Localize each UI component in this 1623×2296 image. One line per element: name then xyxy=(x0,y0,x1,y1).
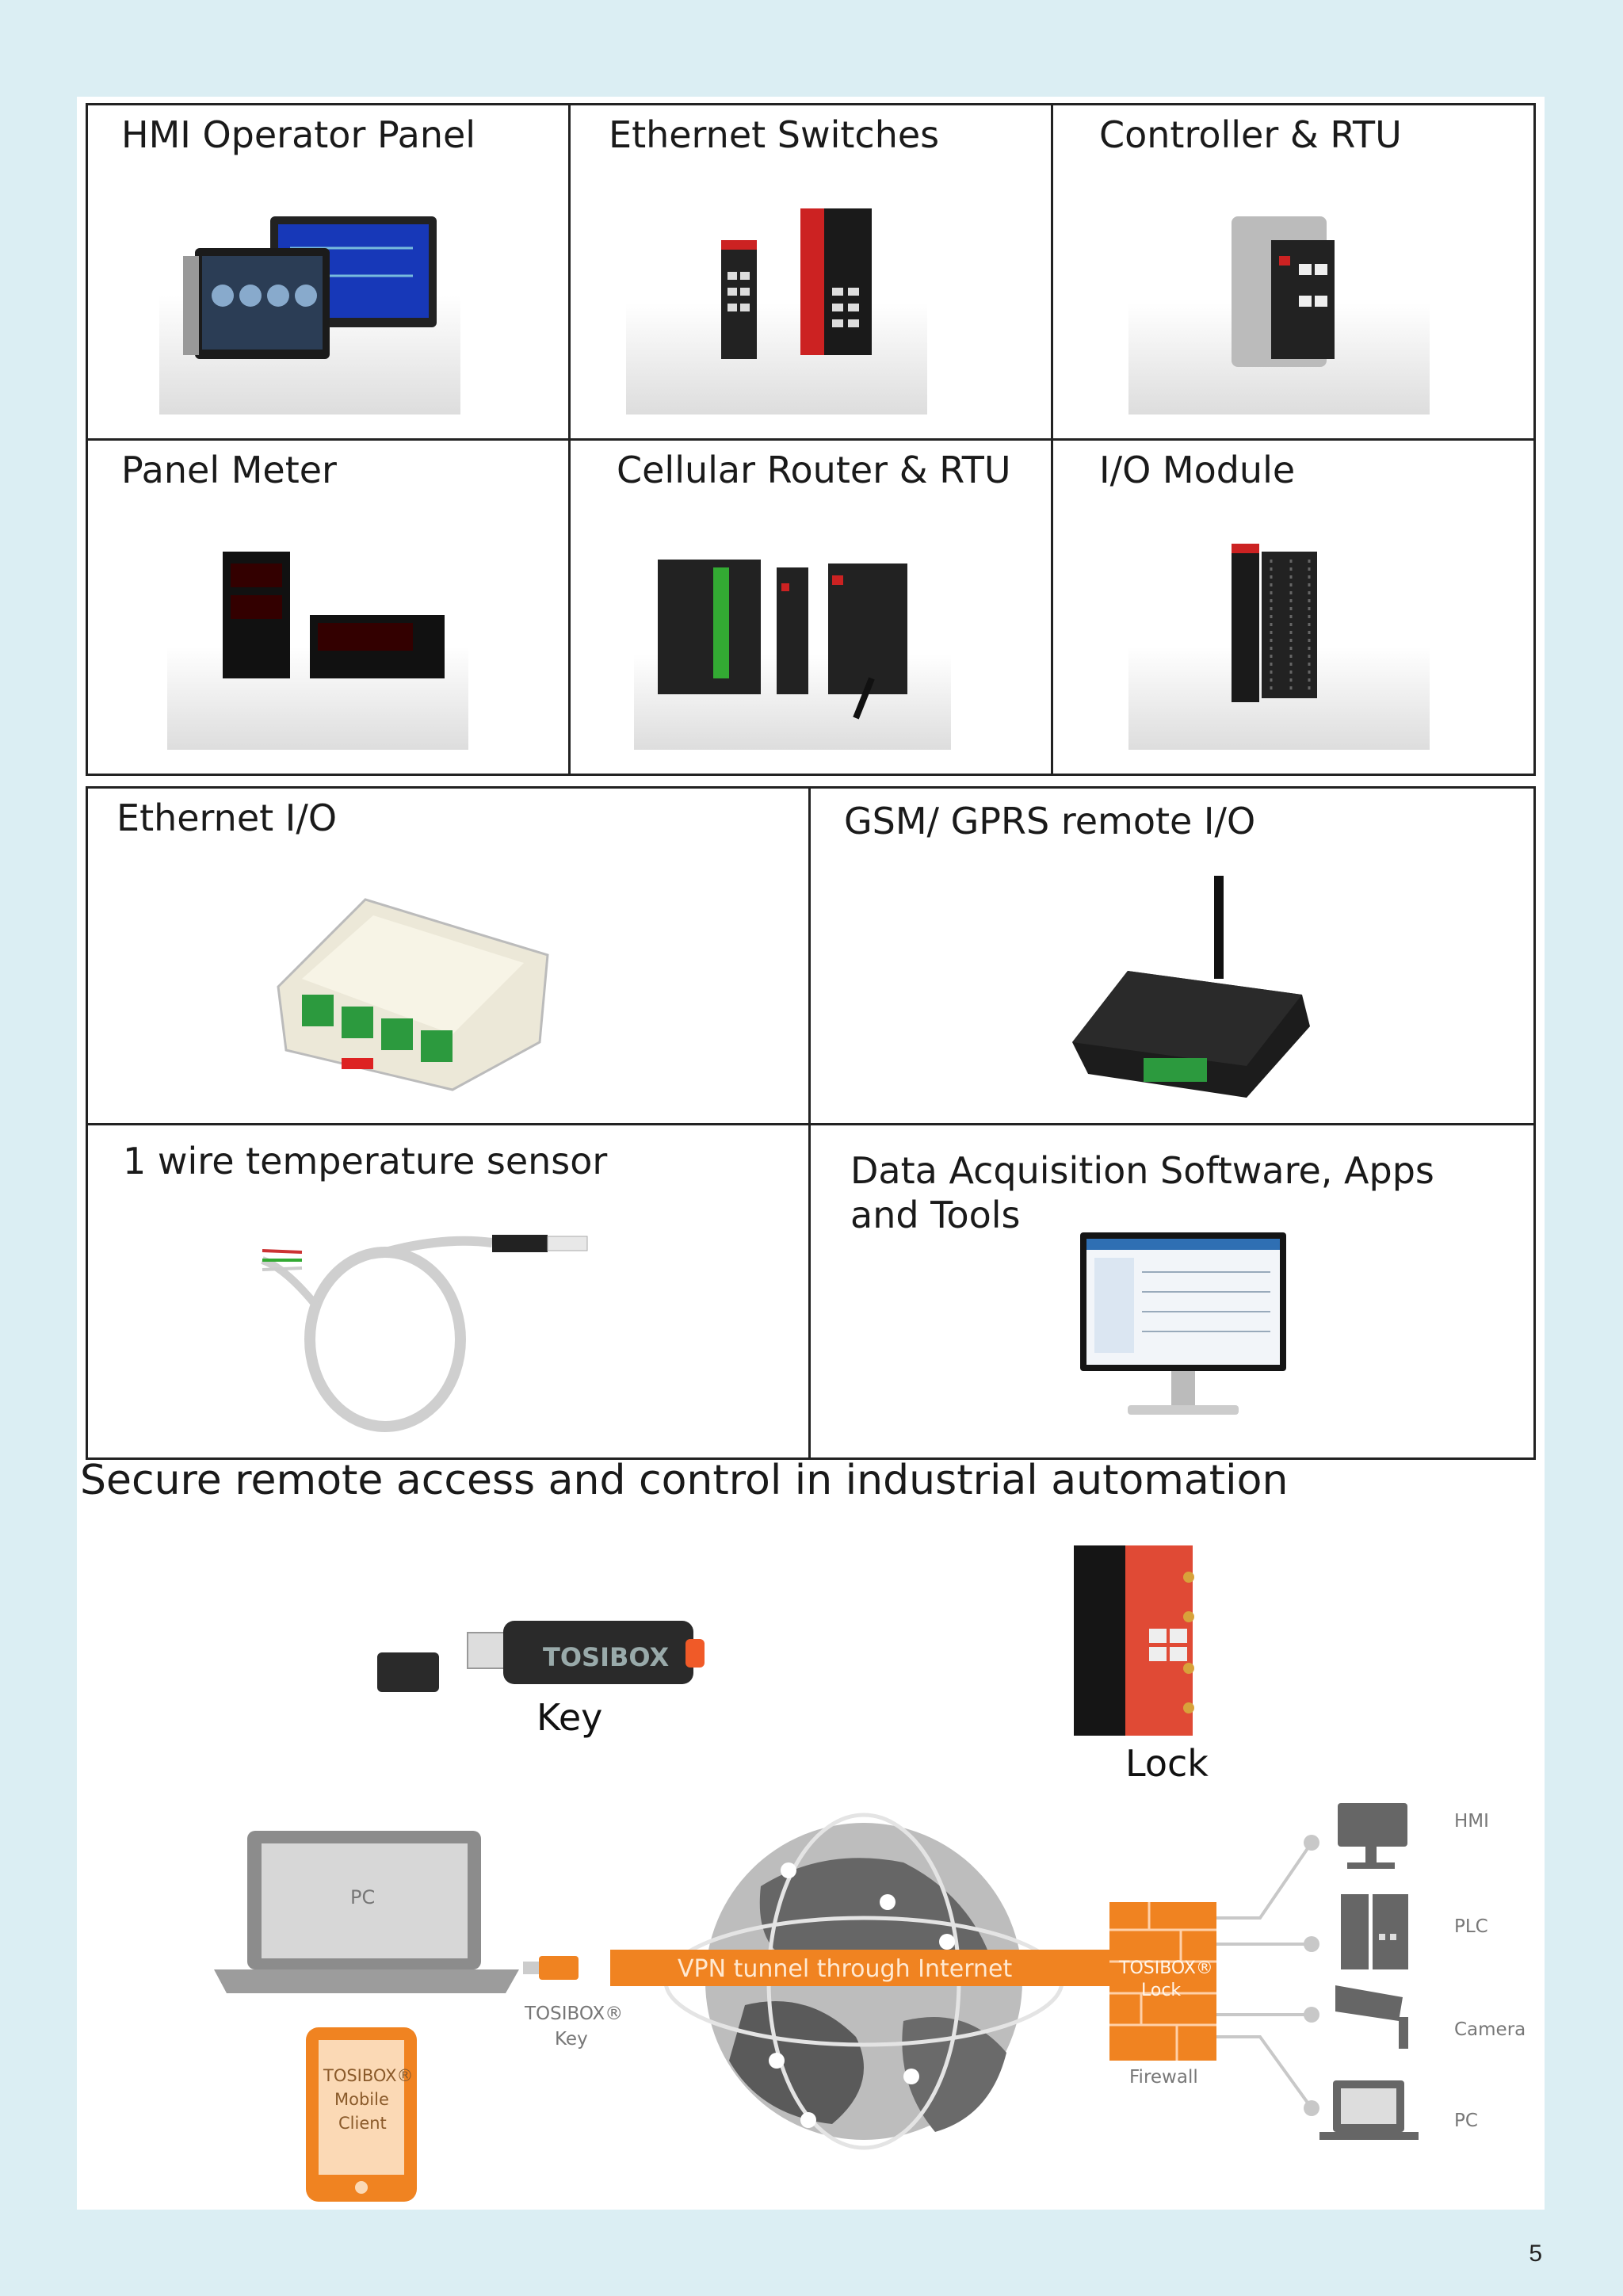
lock-diagram-label-2: Lock xyxy=(1141,1981,1181,2000)
hmi-panel-image xyxy=(159,216,460,415)
tosibox-key-image: TOSIBOX xyxy=(377,1621,705,1692)
firewall-label: Firewall xyxy=(1129,2067,1198,2088)
io-module-image xyxy=(1128,544,1430,750)
tosibox-lock-image xyxy=(1074,1545,1194,1736)
mobile-label-1: TOSIBOX® xyxy=(323,2066,414,2085)
product-cell-gsm: GSM/ GPRS remote I/O xyxy=(808,786,1536,1125)
mobile-label-3: Client xyxy=(338,2114,387,2133)
lock-diagram-label-1: TOSIBOX® xyxy=(1118,1958,1213,1978)
cell-title: Ethernet Switches xyxy=(609,113,940,156)
plc-icon xyxy=(1341,1894,1408,1969)
product-cell-meter: Panel Meter xyxy=(86,438,571,776)
device-label-hmi: HMI xyxy=(1454,1811,1489,1832)
panel-meter-image xyxy=(167,552,468,750)
mobile-label-2: Mobile xyxy=(334,2090,389,2109)
pc-label: PC xyxy=(350,1886,375,1908)
section-heading: Secure remote access and control in indu… xyxy=(80,1457,1289,1504)
product-cell-switches: Ethernet Switches xyxy=(568,103,1053,441)
key-label: Key xyxy=(537,1696,603,1739)
cell-title: HMI Operator Panel xyxy=(121,113,476,156)
ethernet-io-image xyxy=(277,898,549,1091)
firewall-icon xyxy=(1109,1902,1216,2061)
tunnel-label: VPN tunnel through Internet xyxy=(678,1955,1012,1983)
camera-icon xyxy=(1335,1985,1408,2049)
gsm-remote-io-image xyxy=(1072,876,1310,1098)
pc-device-icon xyxy=(1319,2080,1419,2140)
product-cell-temp-sensor: 1 wire temperature sensor xyxy=(86,1123,811,1460)
temperature-sensor-image xyxy=(261,1235,588,1432)
controller-rtu-image xyxy=(1128,216,1430,415)
key-diagram-label-1: TOSIBOX® xyxy=(524,2004,623,2024)
page-number: 5 xyxy=(1529,2241,1542,2267)
product-cell-ethernet-io: Ethernet I/O xyxy=(86,786,811,1125)
lock-label: Lock xyxy=(1125,1742,1209,1785)
cell-title: I/O Module xyxy=(1099,449,1296,491)
product-cell-router: Cellular Router & RTU xyxy=(568,438,1053,776)
cell-title: Controller & RTU xyxy=(1099,113,1402,156)
device-label-pc: PC xyxy=(1454,2111,1478,2131)
cell-title: Panel Meter xyxy=(121,449,337,491)
cell-title: GSM/ GPRS remote I/O xyxy=(844,800,1256,842)
product-cell-io-module: I/O Module xyxy=(1051,438,1536,776)
cell-title: 1 wire temperature sensor xyxy=(123,1140,608,1182)
product-cell-hmi: HMI Operator Panel xyxy=(86,103,571,441)
key-diagram-label-2: Key xyxy=(555,2029,588,2050)
ethernet-switch-image xyxy=(626,208,927,415)
product-cell-software: Data Acquisition Software, Apps and Tool… xyxy=(808,1123,1536,1460)
cell-title-line2: and Tools xyxy=(850,1194,1021,1236)
device-label-plc: PLC xyxy=(1454,1916,1488,1937)
usb-brand-text: TOSIBOX xyxy=(543,1642,669,1672)
cell-title: Data Acquisition Software, Apps xyxy=(850,1149,1434,1192)
vpn-network-diagram: PC VPN tunnel through Internet TOSIBOX® … xyxy=(214,1803,1526,2202)
vpn-tunnel-bar xyxy=(610,1950,1117,1986)
device-label-camera: Camera xyxy=(1454,2019,1526,2040)
cellular-router-image xyxy=(634,560,951,750)
cell-title: Cellular Router & RTU xyxy=(617,449,1011,491)
monitor-image xyxy=(1080,1232,1286,1415)
product-cell-controller: Controller & RTU xyxy=(1051,103,1536,441)
cell-title: Ethernet I/O xyxy=(116,797,338,839)
hmi-icon xyxy=(1338,1803,1407,1869)
